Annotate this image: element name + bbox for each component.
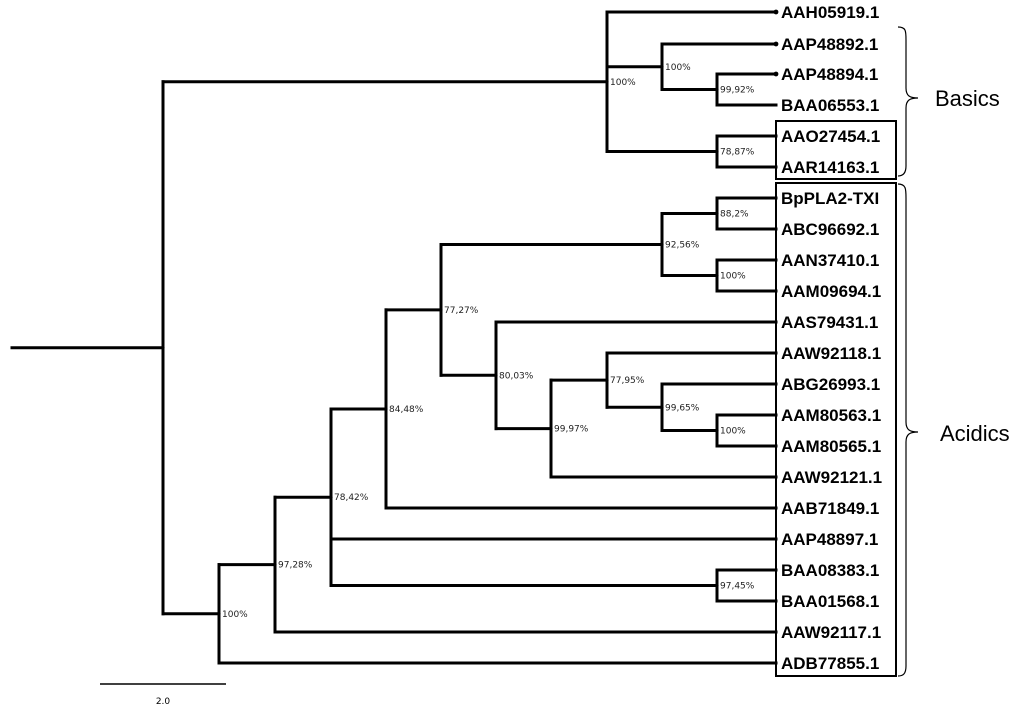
support-value-a3: 78,42% bbox=[334, 493, 369, 503]
support-value-b4: 78,87% bbox=[720, 148, 755, 158]
support-value-a6b: 100% bbox=[720, 272, 746, 282]
leaf-label-l2: AAP48894.1 bbox=[781, 65, 878, 84]
leaf-label-l7: ABC96692.1 bbox=[781, 220, 879, 239]
support-value-a5: 77,27% bbox=[444, 306, 479, 316]
tree-branches bbox=[10, 10, 778, 665]
node-dot-a3 bbox=[329, 495, 333, 499]
support-value-basic: 100% bbox=[610, 78, 636, 88]
leaf-label-l16: AAB71849.1 bbox=[781, 499, 879, 518]
leaf-label-l19: BAA01568.1 bbox=[781, 592, 879, 611]
leaf-label-l6: BpPLA2-TXI bbox=[781, 189, 879, 208]
node-dot-a7 bbox=[494, 373, 498, 377]
node-dot-a2 bbox=[273, 563, 277, 567]
node-dot-a11 bbox=[715, 428, 719, 433]
node-dot-basic bbox=[605, 80, 609, 84]
support-value-a10: 99,65% bbox=[665, 403, 700, 413]
node-dot-a6 bbox=[660, 242, 664, 247]
node-dot-a10 bbox=[660, 405, 664, 409]
basics-sequence-box bbox=[775, 120, 897, 180]
support-value-b2: 99,92% bbox=[720, 86, 755, 96]
node-dot-a4 bbox=[384, 407, 388, 411]
node-dot-a9 bbox=[605, 378, 609, 382]
leaf-label-l20: AAW92117.1 bbox=[781, 623, 881, 642]
support-value-a7: 80,03% bbox=[499, 371, 534, 381]
leaf-label-l10: AAS79431.1 bbox=[781, 313, 878, 332]
support-values: 100% 100% 99,92% 78,87% 100% 97,28% 78,42% 97,4… bbox=[222, 63, 755, 620]
node-dot-b2 bbox=[715, 87, 719, 92]
support-value-acidic: 100% bbox=[222, 610, 248, 620]
leaf-label-l4: AAO27454.1 bbox=[781, 127, 880, 146]
acidics-group-label: Acidics bbox=[940, 421, 1010, 446]
leaf-label-l9: AAM09694.1 bbox=[781, 282, 881, 301]
leaf-label-l12: ABG26993.1 bbox=[781, 375, 880, 394]
node-dot-b1 bbox=[660, 65, 664, 69]
support-value-a8: 99,97% bbox=[554, 425, 589, 435]
leaf-label-l15: AAW92121.1 bbox=[781, 468, 882, 487]
support-value-a4: 84,48% bbox=[389, 405, 424, 415]
leaf-label-l3: BAA06553.1 bbox=[781, 96, 879, 115]
leaf-label-l8: AAN37410.1 bbox=[781, 251, 879, 270]
leaf-labels: AAH05919.1AAP48892.1AAP48894.1BAA06553.1… bbox=[773, 3, 882, 673]
leaf-label-l1: AAP48892.1 bbox=[781, 35, 878, 54]
leaf-label-l21: ADB77855.1 bbox=[781, 654, 879, 673]
node-dot-a8 bbox=[549, 426, 553, 431]
leaf-label-l14: AAM80565.1 bbox=[781, 437, 881, 456]
acidics-brace bbox=[897, 183, 919, 677]
support-value-a2: 97,28% bbox=[278, 561, 313, 571]
support-value-a9: 77,95% bbox=[610, 376, 645, 386]
leaf-label-l11: AAW92118.1 bbox=[781, 344, 881, 363]
support-value-a6: 92,56% bbox=[665, 241, 700, 251]
basics-brace bbox=[897, 26, 919, 177]
leaf-label-l5: AAR14163.1 bbox=[781, 158, 879, 177]
leaf-label-l17: AAP48897.1 bbox=[781, 530, 878, 549]
acidics-sequence-box bbox=[775, 182, 897, 677]
support-value-a11: 100% bbox=[720, 427, 746, 437]
leaf-label-l18: BAA08383.1 bbox=[781, 561, 879, 580]
leaf-tip-dot-l1 bbox=[773, 41, 779, 47]
node-dot-a5 bbox=[439, 308, 443, 312]
node-dot-a12 bbox=[715, 583, 719, 588]
node-dot-a6b bbox=[715, 273, 719, 278]
basics-group-label: Basics bbox=[935, 86, 1000, 111]
support-value-a6a: 88,2% bbox=[720, 210, 749, 220]
scale-bar-label: 2.0 bbox=[156, 697, 171, 707]
node-dot-root bbox=[161, 346, 165, 350]
support-value-b1: 100% bbox=[665, 63, 691, 73]
leaf-label-l0: AAH05919.1 bbox=[781, 3, 879, 22]
leaf-label-l13: AAM80563.1 bbox=[781, 406, 881, 425]
node-dot-a6a bbox=[715, 211, 719, 216]
leaf-tip-dot-l0 bbox=[773, 9, 779, 15]
leaf-tip-dot-l2 bbox=[773, 71, 779, 77]
node-dot-acidic bbox=[217, 612, 221, 616]
support-value-a12: 97,45% bbox=[720, 582, 755, 592]
node-dot-b4 bbox=[715, 149, 719, 154]
